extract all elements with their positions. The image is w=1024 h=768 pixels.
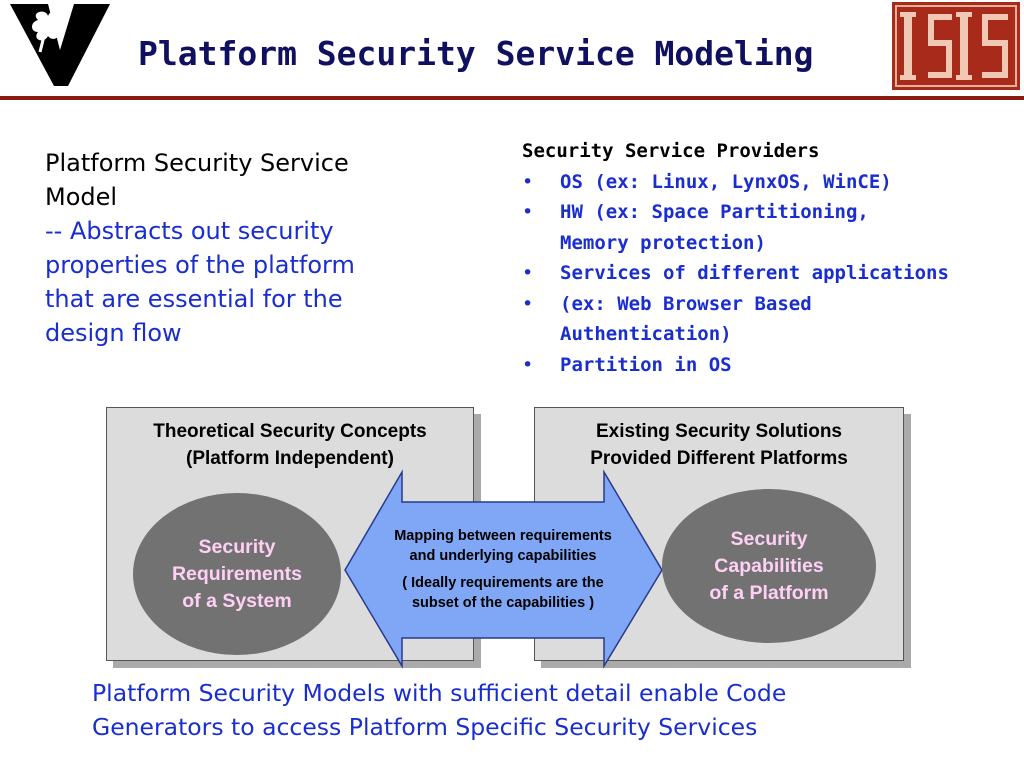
list-item-text: OS (ex: Linux, LynxOS, WinCE) [560, 170, 892, 193]
node-label-line: Requirements [171, 562, 303, 585]
providers-heading: Security Service Providers [522, 140, 820, 162]
bullet-icon: • [522, 170, 534, 193]
security-requirements-node: Security Requirements of a System [133, 493, 341, 655]
panel-title: Existing Security Solutions Provided Dif… [535, 418, 903, 472]
bullet-icon: • [522, 201, 534, 223]
page-title: Platform Security Service Modeling [138, 34, 814, 73]
model-description-line: Model [45, 183, 118, 211]
panel-title-line: Existing Security Solutions [596, 421, 842, 442]
list-item: • OS (ex: Linux, LynxOS, WinCE) [522, 167, 1012, 198]
panel-title-line: (Platform Independent) [186, 448, 394, 469]
isis-logo [892, 2, 1020, 90]
security-capabilities-node: Security Capabilities of a Platform [662, 489, 876, 643]
mapping-label-line: ( Ideally requirements are the [402, 575, 604, 591]
model-description-detail: -- Abstracts out security [45, 217, 334, 245]
list-item: • Partition in OS [522, 350, 1012, 381]
bullet-icon: • [522, 292, 534, 315]
node-label-line: of a Platform [709, 581, 829, 604]
model-description-detail: design flow [45, 319, 182, 347]
model-description-detail: properties of the platform [45, 251, 355, 279]
bullet-icon: • [522, 262, 534, 284]
providers-list: Security Service Providers • OS (ex: Lin… [522, 136, 1012, 380]
node-label-line: Security [730, 527, 808, 550]
mapping-label-line: Mapping between requirements [394, 528, 612, 544]
conclusion-text: Platform Security Models with sufficient… [92, 676, 992, 744]
conclusion-line: Generators to access Platform Specific S… [92, 713, 758, 741]
panel-title-line: Provided Different Platforms [590, 448, 848, 469]
list-item: • Services of different applications [522, 258, 1012, 289]
panel-title: Theoretical Security Concepts (Platform … [107, 418, 473, 472]
model-description: Platform Security Service Model -- Abstr… [45, 146, 425, 350]
mapping-label: Mapping between requirements and underly… [372, 527, 634, 613]
list-item-text: Partition in OS [560, 353, 732, 376]
model-description-line: Platform Security Service [45, 149, 349, 177]
list-item: • HW (ex: Space Partitioning, Memory pro… [522, 197, 1012, 258]
node-label-line: Security [198, 535, 276, 558]
list-item: • (ex: Web Browser Based Authentication) [522, 289, 1012, 350]
panel-title-line: Theoretical Security Concepts [153, 421, 427, 442]
list-item-text: Services of different applications [560, 262, 949, 284]
list-item-text: Memory protection) [560, 231, 766, 254]
mapping-label-line: and underlying capabilities [409, 547, 597, 564]
list-item-text: HW (ex: Space Partitioning, [560, 201, 869, 223]
mapping-label-line: subset of the capabilities ) [411, 594, 595, 611]
bullet-icon: • [522, 353, 534, 376]
conclusion-line: Platform Security Models with sufficient… [92, 679, 787, 707]
node-label-line: of a System [182, 589, 292, 612]
node-label-line: Capabilities [714, 554, 824, 577]
list-item-text: (ex: Web Browser Based [560, 292, 812, 315]
header-divider [0, 96, 1024, 100]
list-item-text: Authentication) [560, 323, 732, 345]
vanderbilt-v-logo [10, 4, 110, 86]
model-description-detail: that are essential for the [45, 285, 343, 313]
